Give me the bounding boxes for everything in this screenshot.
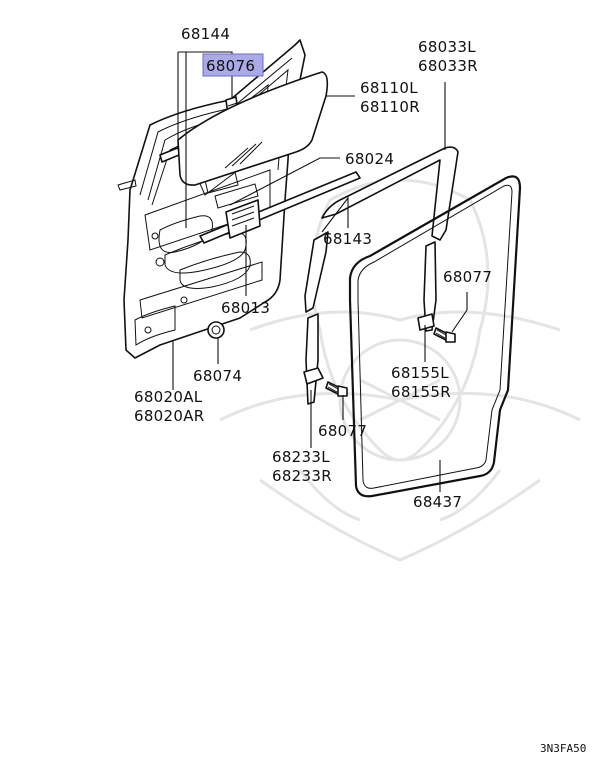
callout-68033L[interactable]: 68033L	[418, 38, 476, 56]
callout-68024[interactable]: 68024	[345, 150, 394, 168]
callout-68233L[interactable]: 68233L	[272, 448, 330, 466]
bracket-68013	[225, 199, 261, 239]
samurai-helmet-icon	[219, 178, 581, 562]
callout-68013[interactable]: 68013	[221, 299, 270, 317]
leader-lines	[172, 51, 468, 492]
callout-68020AL[interactable]: 68020AL	[134, 388, 203, 406]
callout-68077-upper[interactable]: 68077	[443, 268, 492, 286]
plug-68074	[207, 321, 225, 339]
callout-labels: 68144 68076 68110L 68110R 68033L 68033R …	[134, 25, 492, 511]
weatherstrip-68437	[348, 175, 522, 498]
callout-68110L[interactable]: 68110L	[360, 79, 418, 97]
callout-68074[interactable]: 68074	[193, 367, 242, 385]
highlight-68076	[202, 53, 264, 77]
bolt-68077-upper	[433, 327, 456, 343]
callout-68144[interactable]: 68144	[181, 25, 230, 43]
callout-68110R[interactable]: 68110R	[360, 98, 420, 116]
strip-68143	[304, 231, 329, 313]
figure-code: 3N3FA50	[540, 742, 586, 755]
callout-68076[interactable]: 68076	[206, 57, 255, 75]
callout-68233R[interactable]: 68233R	[272, 467, 332, 485]
division-bar-68155	[417, 241, 437, 332]
callout-68020AR[interactable]: 68020AR	[134, 407, 205, 425]
callout-68077-lower[interactable]: 68077	[318, 422, 367, 440]
callout-68143[interactable]: 68143	[323, 230, 372, 248]
callout-68155R[interactable]: 68155R	[391, 383, 451, 401]
callout-68033R[interactable]: 68033R	[418, 57, 478, 75]
channel-68233	[303, 313, 324, 405]
callout-68155L[interactable]: 68155L	[391, 364, 449, 382]
weatherstrip-68033	[321, 146, 459, 241]
bolt-68077-lower	[325, 381, 348, 397]
callout-68437[interactable]: 68437	[413, 493, 462, 511]
